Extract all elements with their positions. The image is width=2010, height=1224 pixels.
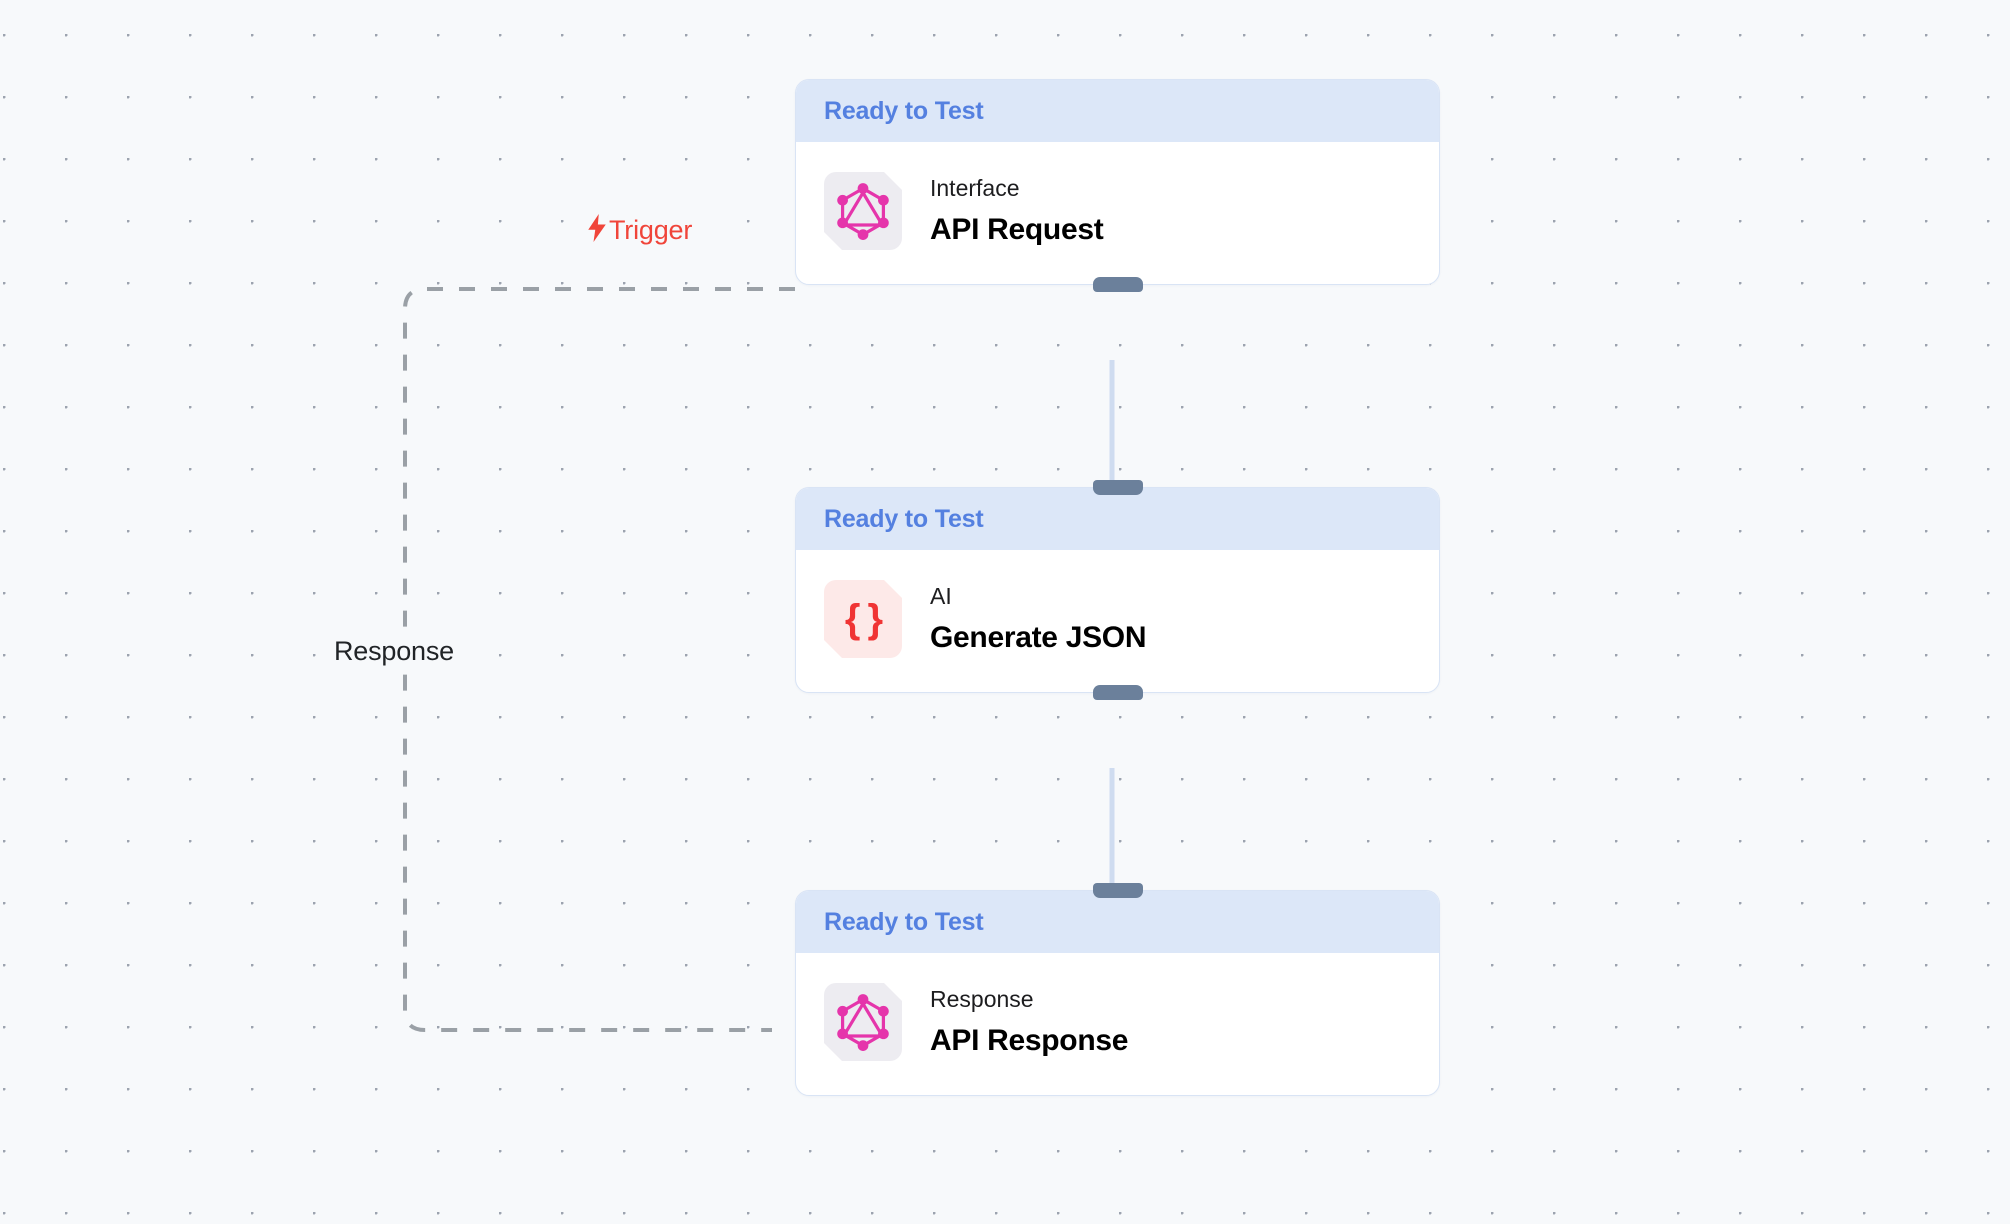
output-handle[interactable] xyxy=(1092,277,1143,292)
node-subtitle: AI xyxy=(930,583,952,610)
trigger-dashed-path xyxy=(403,287,795,1032)
json-braces-icon: { } xyxy=(824,580,902,658)
node-text: Response API Response xyxy=(930,985,1128,1059)
node-body: Interface API Request xyxy=(796,142,1439,284)
node-text: AI Generate JSON xyxy=(930,582,1147,656)
node-api-response[interactable]: Ready to Test xyxy=(795,883,1440,1096)
node-body: Response API Response xyxy=(796,953,1439,1095)
node-subtitle: Response xyxy=(930,986,1034,1013)
output-handle[interactable] xyxy=(1092,685,1143,700)
node-title: API Response xyxy=(930,1023,1129,1057)
node-api-request[interactable]: Ready to Test xyxy=(795,79,1440,292)
input-handle[interactable] xyxy=(1092,883,1143,898)
node-subtitle: Interface xyxy=(930,175,1020,202)
graphql-icon xyxy=(824,172,902,250)
edge-label-trigger-text: Trigger xyxy=(609,215,693,245)
node-header: Ready to Test xyxy=(796,891,1439,953)
node-text: Interface API Request xyxy=(930,174,1104,248)
graphql-icon xyxy=(824,983,902,1061)
node-title: Generate JSON xyxy=(930,620,1147,654)
status-badge: Ready to Test xyxy=(824,96,984,125)
status-badge: Ready to Test xyxy=(824,504,984,533)
node-header: Ready to Test xyxy=(796,80,1439,142)
input-handle[interactable] xyxy=(1092,480,1143,495)
node-body: { } AI Generate JSON xyxy=(796,550,1439,692)
edge-label-response-text: Response xyxy=(334,636,454,666)
edge-label-response: Response xyxy=(326,634,462,669)
node-header: Ready to Test xyxy=(796,488,1439,550)
node-title: API Request xyxy=(930,212,1104,246)
status-badge: Ready to Test xyxy=(824,907,984,936)
json-braces-glyph: { } xyxy=(844,597,882,641)
lightning-bolt-icon xyxy=(586,214,608,247)
edge-label-trigger: Trigger xyxy=(578,212,701,249)
node-generate-json[interactable]: Ready to Test { } AI Generate JSON xyxy=(795,480,1440,700)
